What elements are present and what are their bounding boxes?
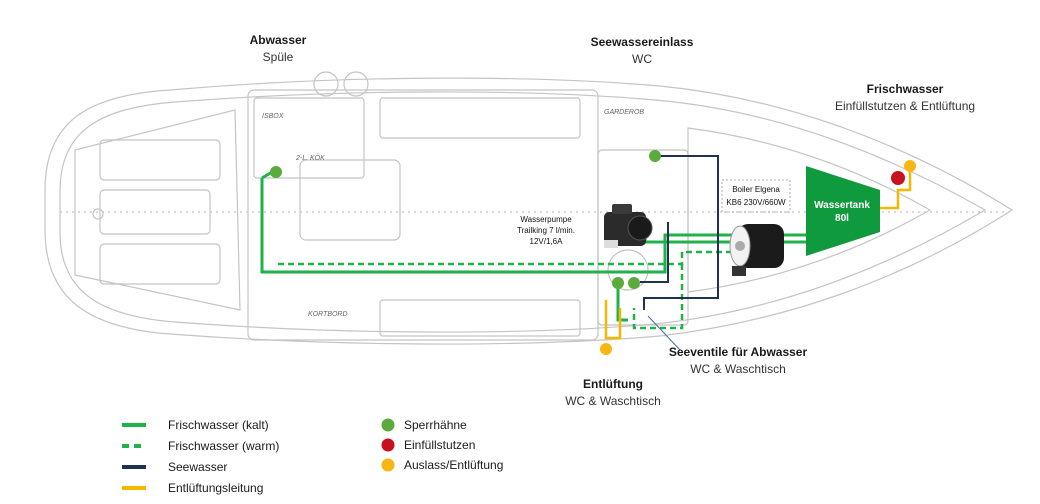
valve-head-2 (628, 277, 640, 289)
legend-line-label-3: Entlüftungsleitung (168, 481, 263, 495)
sink-left (313, 71, 339, 97)
seeventile-pointer (647, 315, 681, 351)
outlet-vent-tank (904, 160, 916, 172)
fresh-cold-to-valves (616, 282, 628, 322)
label-seeventile-sub: WC & Waschtisch (690, 362, 786, 376)
galley-counter (253, 97, 365, 179)
legend-dot-swatch-0 (381, 418, 395, 432)
pump-label-line3: 12V/1,6A (530, 237, 564, 246)
outlet-vent-head (600, 343, 612, 355)
pump-label-line1: Wasserpumpe (520, 215, 572, 224)
cockpit-bench-top (99, 139, 221, 181)
plan-label-garderob: GARDEROB (604, 109, 644, 116)
legend-dot-label-1: Einfüllstutzen (404, 438, 475, 452)
valve-seawater-wc (649, 150, 661, 162)
vent-line-tank (880, 170, 912, 210)
fresh-warm-to-valves (632, 264, 684, 330)
legend-dot-label-2: Auslass/Entlüftung (404, 458, 503, 472)
valve-sink (270, 166, 282, 178)
v-berth-outline (687, 127, 932, 293)
boiler-label-line1: Boiler Elgena (732, 185, 780, 194)
label-seewassereinlass: Seewassereinlass (591, 35, 694, 49)
sink-right (343, 71, 369, 97)
tank-label-line1: Wassertank (814, 200, 870, 211)
legend-line-label-0: Frischwasser (kalt) (168, 418, 269, 432)
tank-label-line2: 80l (835, 213, 849, 224)
sea-water-lines (640, 155, 719, 310)
boiler-label-frame (721, 179, 791, 213)
label-frischwasser: Frischwasser (867, 82, 944, 96)
legend-line-label-1: Frischwasser (warm) (168, 439, 279, 453)
settee-bottom (379, 299, 581, 337)
fresh-cold-lines (260, 170, 810, 322)
head-wc-bowl (607, 249, 649, 291)
hull-outline (44, 77, 1014, 345)
fresh-warm-main (278, 250, 740, 266)
boiler (729, 224, 784, 276)
legend-dot-swatch-1 (381, 438, 395, 452)
legend-dot-label-0: Sperrhähne (404, 418, 467, 432)
hull-inner-outline (59, 91, 987, 333)
label-frischwasser-sub: Einfüllstutzen & Entlüftung (835, 99, 975, 113)
vent-line-head (604, 300, 622, 340)
label-entlueftung-sub: WC & Waschtisch (565, 394, 661, 408)
legend-dot-swatch-2 (381, 458, 395, 472)
settee-top (379, 97, 581, 139)
cockpit-outline (74, 109, 241, 311)
legend-line-label-2: Seewasser (168, 460, 227, 474)
legend-lines: Frischwasser (kalt) Frischwasser (warm) Se… (122, 418, 279, 495)
valve-head-1 (612, 277, 624, 289)
legend: Frischwasser (kalt) Frischwasser (warm) Se… (122, 418, 503, 495)
legend-dots: SperrhähneEinfüllstutzenAuslass/Entlüftu… (381, 418, 503, 472)
boiler-label-line2: KB6 230V/660W (726, 198, 786, 207)
label-entlueftung: Entlüftung (583, 377, 643, 391)
boat-floor-plan (44, 71, 1014, 345)
sea-line-pump (640, 222, 669, 283)
label-abwasser-sub: Spüle (263, 50, 294, 64)
water-tank (806, 166, 880, 256)
water-pump (604, 204, 653, 248)
plan-label-kok: 2-L. KÖK (295, 154, 325, 162)
cockpit-bench-bottom (99, 243, 221, 285)
plan-label-isbox: ISBOX (262, 113, 284, 120)
saloon-table (299, 159, 401, 241)
label-seeventile: Seeventile für Abwasser (669, 345, 808, 359)
label-seewassereinlass-sub: WC (632, 52, 652, 66)
plan-label-kortbord: KORTBORD (308, 311, 348, 318)
inlet-fill-port (891, 171, 905, 185)
sea-line-wc (643, 155, 719, 310)
helm-post (92, 208, 104, 220)
label-abwasser: Abwasser (250, 33, 307, 47)
vent-lines (604, 170, 912, 340)
fresh-cold-main (260, 178, 810, 274)
pump-label-line2: Trailking 7 l/min. (517, 226, 575, 235)
fresh-warm-lines (278, 250, 740, 330)
